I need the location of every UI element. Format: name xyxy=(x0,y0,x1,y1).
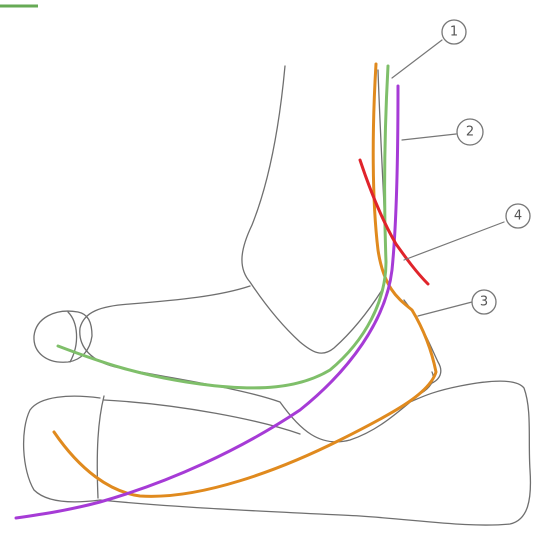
bone-outlines xyxy=(24,66,531,525)
label-1: 1 xyxy=(450,25,458,40)
label-3: 3 xyxy=(480,295,488,310)
label-markers xyxy=(442,20,530,314)
phalanx-joint xyxy=(68,312,77,362)
tendon-orange-top xyxy=(54,64,436,496)
label-2: 2 xyxy=(466,125,474,140)
tendons xyxy=(16,64,436,518)
leader-2 xyxy=(402,134,456,140)
leader-4 xyxy=(404,222,504,260)
label-text: 1 2 4 3 xyxy=(450,25,522,310)
tibia-talus-outline xyxy=(242,66,382,353)
tendon-purple xyxy=(16,86,398,518)
label-4: 4 xyxy=(514,209,522,224)
tendon-green xyxy=(58,66,388,388)
leader-3 xyxy=(418,302,472,316)
leader-1 xyxy=(392,40,442,78)
leader-lines xyxy=(392,40,504,316)
